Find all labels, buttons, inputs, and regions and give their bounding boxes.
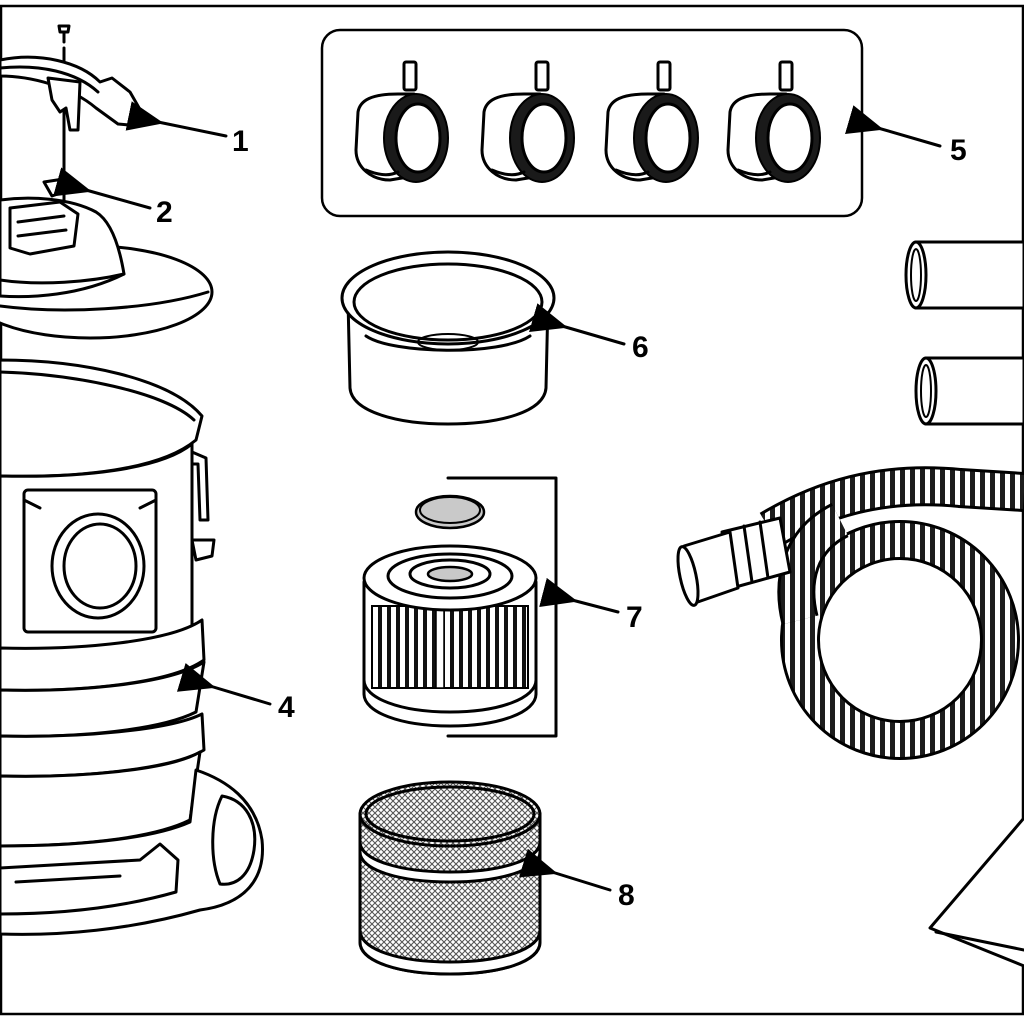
callout-6: 6 [529, 303, 649, 364]
mesh-basket-part [358, 780, 542, 976]
caster-icon-3 [604, 60, 699, 183]
callout-1: 1 [125, 101, 249, 158]
filter-bag-part [928, 816, 1024, 968]
canister-part [0, 358, 264, 936]
callout-8: 8 [518, 848, 635, 912]
filter-bracket [446, 476, 558, 738]
lid-part [0, 176, 214, 340]
callout-7: 7 [539, 577, 643, 634]
caster-icon-2 [480, 60, 575, 183]
callout-4-label: 4 [278, 691, 295, 724]
filter-cup-part [340, 250, 556, 426]
handle-part [0, 24, 148, 202]
callout-1-label: 1 [232, 125, 249, 158]
callout-8-label: 8 [618, 879, 635, 912]
callout-6-label: 6 [632, 331, 649, 364]
callout-4: 4 [176, 663, 295, 724]
caster-icon-1 [354, 60, 449, 183]
hose-part [676, 466, 1024, 760]
callout-7-label: 7 [626, 601, 643, 634]
extension-wands-part [904, 240, 1024, 426]
callout-5: 5 [845, 105, 967, 167]
cartridge-filter-part [362, 476, 558, 738]
caster-icon-4 [726, 60, 821, 183]
callout-2-label: 2 [156, 196, 173, 229]
callout-5-label: 5 [950, 134, 967, 167]
casters-part [320, 28, 864, 218]
callout-2: 2 [53, 167, 173, 229]
